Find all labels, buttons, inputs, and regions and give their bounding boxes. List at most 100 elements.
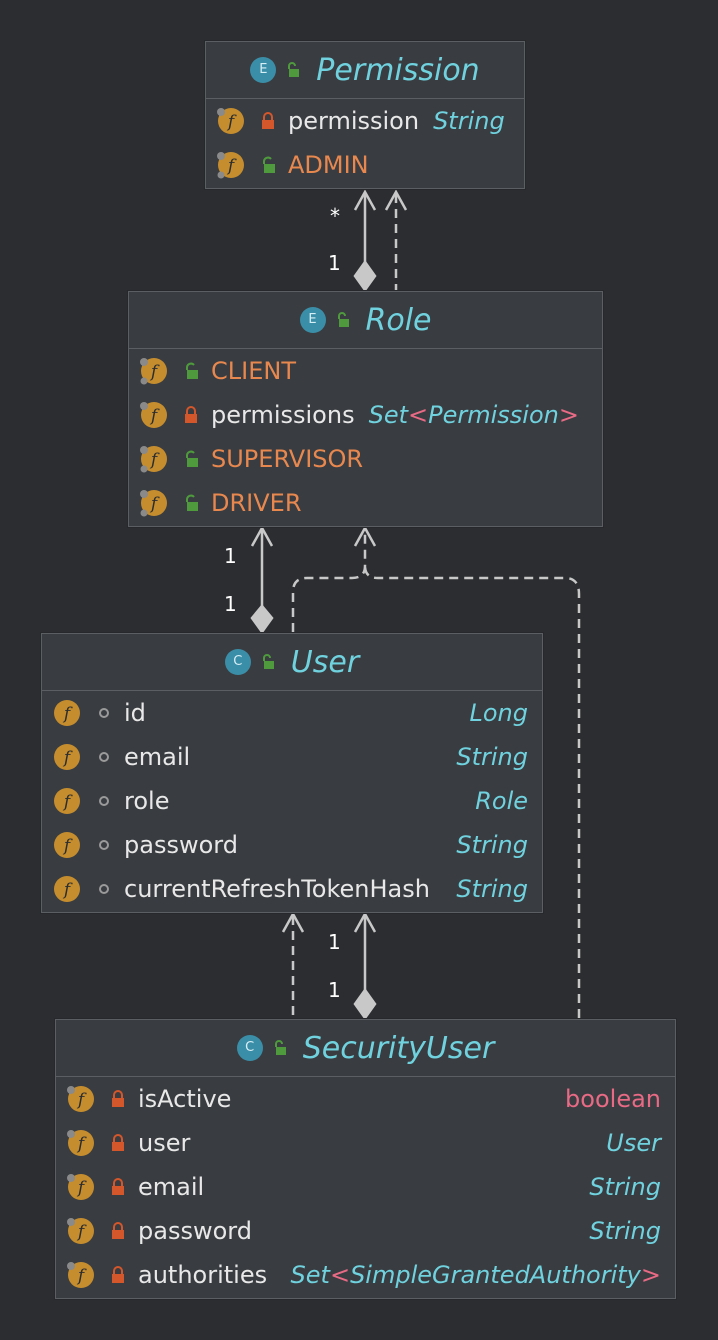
private-lock-icon [112,1090,124,1107]
multiplicity-label: 1 [224,592,237,616]
svg-text:f: f [226,156,237,176]
field-type: String [433,107,505,135]
svg-text:f: f [76,1178,87,1198]
field-row[interactable]: f ADMIN [206,143,524,187]
svg-text:f: f [76,1266,87,1286]
field-type: Role [475,787,528,815]
edge-role-permission-dependency [384,189,408,290]
enum-icon: E [299,307,326,333]
public-lock-icon [186,494,198,511]
svg-text:f: f [149,362,160,382]
field-type: String [456,743,528,771]
field-row[interactable]: f SUPERVISOR [129,437,602,481]
final-field-icon: f [67,1086,94,1112]
edge-user-role-composition [250,525,274,635]
svg-text:f: f [62,704,73,724]
field-icon: f [54,788,80,814]
svg-text:f: f [62,792,73,812]
field-icon: f [54,700,80,726]
field-row[interactable]: f isActive boolean [56,1077,675,1121]
field-name: id [124,699,146,727]
field-name: user [138,1129,191,1157]
node-user[interactable]: C User f id Long f email String f role R… [41,633,543,913]
svg-text:f: f [62,880,73,900]
final-field-icon: f [67,1262,94,1288]
field-icon: f [54,744,80,770]
public-lock-icon [262,654,274,669]
static-final-field-icon: f [140,358,167,385]
field-name: password [124,831,238,859]
field-row[interactable]: f currentRefreshTokenHash String [42,867,542,911]
final-field-icon: f [217,108,244,134]
edge-securityuser-user-dependency [281,911,305,1018]
svg-text:f: f [149,494,160,514]
field-name: ADMIN [288,151,369,179]
svg-text:f: f [76,1134,87,1154]
field-row[interactable]: f permission String [206,99,524,143]
node-title: SecurityUser [302,1030,495,1066]
field-row[interactable]: f id Long [42,691,542,735]
node-title: Permission [316,52,480,88]
field-name: email [124,743,191,771]
package-private-icon [99,840,109,850]
field-type: boolean [565,1085,661,1113]
private-lock-icon [112,1222,124,1239]
node-header: E Role [129,292,602,349]
field-name: role [124,787,170,815]
field-name: email [138,1173,205,1201]
edge-role-permission-composition [353,189,377,293]
field-name: isActive [138,1085,232,1113]
final-field-icon: f [140,402,167,428]
node-title: User [290,644,360,680]
svg-text:f: f [149,450,160,470]
svg-text:f: f [76,1090,87,1110]
edge-securityuser-user-composition [353,911,377,1021]
package-private-icon [99,752,109,762]
field-row[interactable]: f CLIENT [129,349,602,393]
node-role[interactable]: E Role f CLIENT f permissions Set<Permis… [128,291,603,527]
svg-text:f: f [76,1222,87,1242]
field-type: String [456,831,528,859]
final-field-icon: f [67,1218,94,1244]
field-row[interactable]: f email String [56,1165,675,1209]
multiplicity-label: 1 [224,544,237,568]
field-name: DRIVER [211,489,302,517]
node-permission[interactable]: E Permission f permission String f ADMIN [205,41,525,189]
field-icon: f [54,832,80,858]
field-type: String [456,875,528,903]
field-type: String [589,1173,661,1201]
field-row[interactable]: f authorities Set<SimpleGrantedAuthority… [56,1253,675,1297]
package-private-icon [99,796,109,806]
field-name: permission [288,107,420,135]
field-name: permissions [211,401,355,429]
field-row[interactable]: f password String [42,823,542,867]
private-lock-icon [112,1266,124,1283]
multiplicity-label: * [330,204,340,228]
field-name: SUPERVISOR [211,445,364,473]
package-private-icon [99,884,109,894]
static-final-field-icon: f [217,152,244,179]
field-row[interactable]: f email String [42,735,542,779]
field-row[interactable]: f password String [56,1209,675,1253]
static-final-field-icon: f [140,446,167,473]
svg-text:f: f [226,112,237,132]
field-row[interactable]: f user User [56,1121,675,1165]
public-lock-icon [274,1040,286,1055]
private-lock-icon [262,112,274,129]
field-name: currentRefreshTokenHash [124,875,430,903]
field-row[interactable]: f role Role [42,779,542,823]
field-type: Set<Permission> [368,401,579,429]
private-lock-icon [185,406,197,423]
final-field-icon: f [67,1130,94,1156]
field-row[interactable]: f DRIVER [129,481,602,525]
field-row[interactable]: f permissions Set<Permission> [129,393,602,437]
node-header: C User [42,634,542,691]
public-lock-icon [337,312,349,327]
edge-user-role-dependency [291,525,377,632]
field-type: User [606,1129,661,1157]
multiplicity-label: 1 [328,978,341,1002]
node-security-user[interactable]: C SecurityUser f isActive boolean f user… [55,1019,676,1299]
class-icon: C [236,1035,263,1061]
field-type: Long [469,699,529,727]
enum-icon: E [250,57,277,83]
